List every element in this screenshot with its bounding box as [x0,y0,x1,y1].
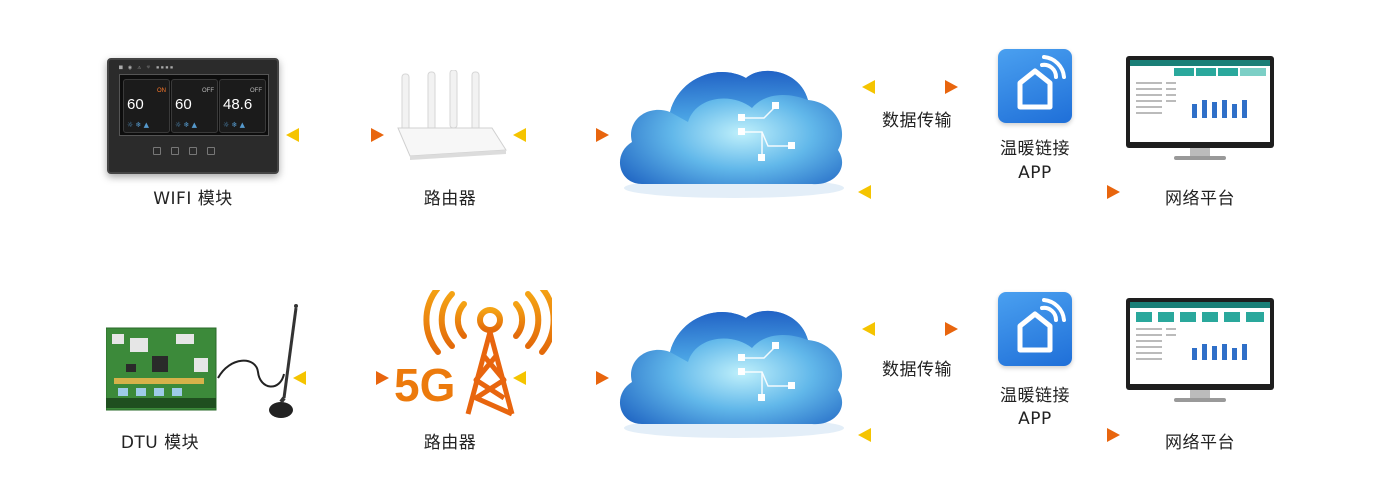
arrow-cloud-app-2 [862,322,958,336]
app-label-line1: 温暖链接 [1000,139,1070,159]
tile-state: OFF [202,88,214,94]
app-label-line2: APP [1018,163,1052,183]
data-transfer-label: 数据传输 [882,111,952,131]
cloud-network-icon [619,70,844,198]
tile-mode-icons: ☼ ❄ ▲ [223,121,245,129]
app-label-line2-2: APP [1018,409,1052,429]
panel-tile-2: OFF 60 ☼ ❄ ▲ [171,79,218,133]
arrow-cloud-platform [858,185,1120,199]
cloud-network-icon-2 [619,310,844,438]
panel-tile-3: OFF 48.6 ☼ ❄ ▲ [219,79,266,133]
arrow-5g-cloud [513,371,609,385]
network-platform-label-2: 网络平台 [1165,433,1235,453]
panel-status-bar: ■ ◉ ⚠ ☼ ▪▪▪▪ [119,64,175,71]
arrow-cloud-platform-2 [858,428,1120,442]
arrow-device-router [286,128,384,142]
5g-tower-icon: 5G [392,290,552,420]
tile-value: 60 [175,96,192,113]
pcb-board-with-antenna-icon [106,304,298,418]
tile-mode-icons: ☼ ❄ ▲ [127,121,149,129]
arrow-device-5g [293,371,389,385]
panel-screen: ON 60 ☼ ❄ ▲ OFF 60 ☼ ❄ ▲ OFF 48.6 ☼ ❄ ▲ [119,74,269,136]
smart-home-app-icon [998,49,1072,123]
arrow-router-cloud [513,128,609,142]
monitor-icon [1126,56,1274,168]
5g-badge: 5G [394,359,456,411]
dtu-module-label: DTU 模块 [120,433,200,453]
data-transfer-label-2: 数据传输 [882,360,952,380]
app-label-line1-2: 温暖链接 [1000,386,1070,406]
wifi-module-label: WIFI 模块 [153,189,233,209]
tile-value: 48.6 [223,96,253,113]
tile-state: ON [157,88,166,94]
thermostat-panel-icon: ■ ◉ ⚠ ☼ ▪▪▪▪ ON 60 ☼ ❄ ▲ OFF 60 ☼ ❄ ▲ OF… [107,58,279,174]
tile-state: OFF [250,88,262,94]
router-label-2: 路由器 [423,433,477,453]
panel-tile-1: ON 60 ☼ ❄ ▲ [123,79,170,133]
smart-home-app-icon-2 [998,292,1072,366]
panel-buttons [153,140,233,155]
tile-value: 60 [127,96,144,113]
wifi-router-icon [397,70,507,160]
tile-mode-icons: ☼ ❄ ▲ [175,121,197,129]
network-platform-label: 网络平台 [1165,189,1235,209]
router-label: 路由器 [423,189,477,209]
arrow-cloud-app [862,80,958,94]
monitor-icon-2 [1126,298,1274,410]
